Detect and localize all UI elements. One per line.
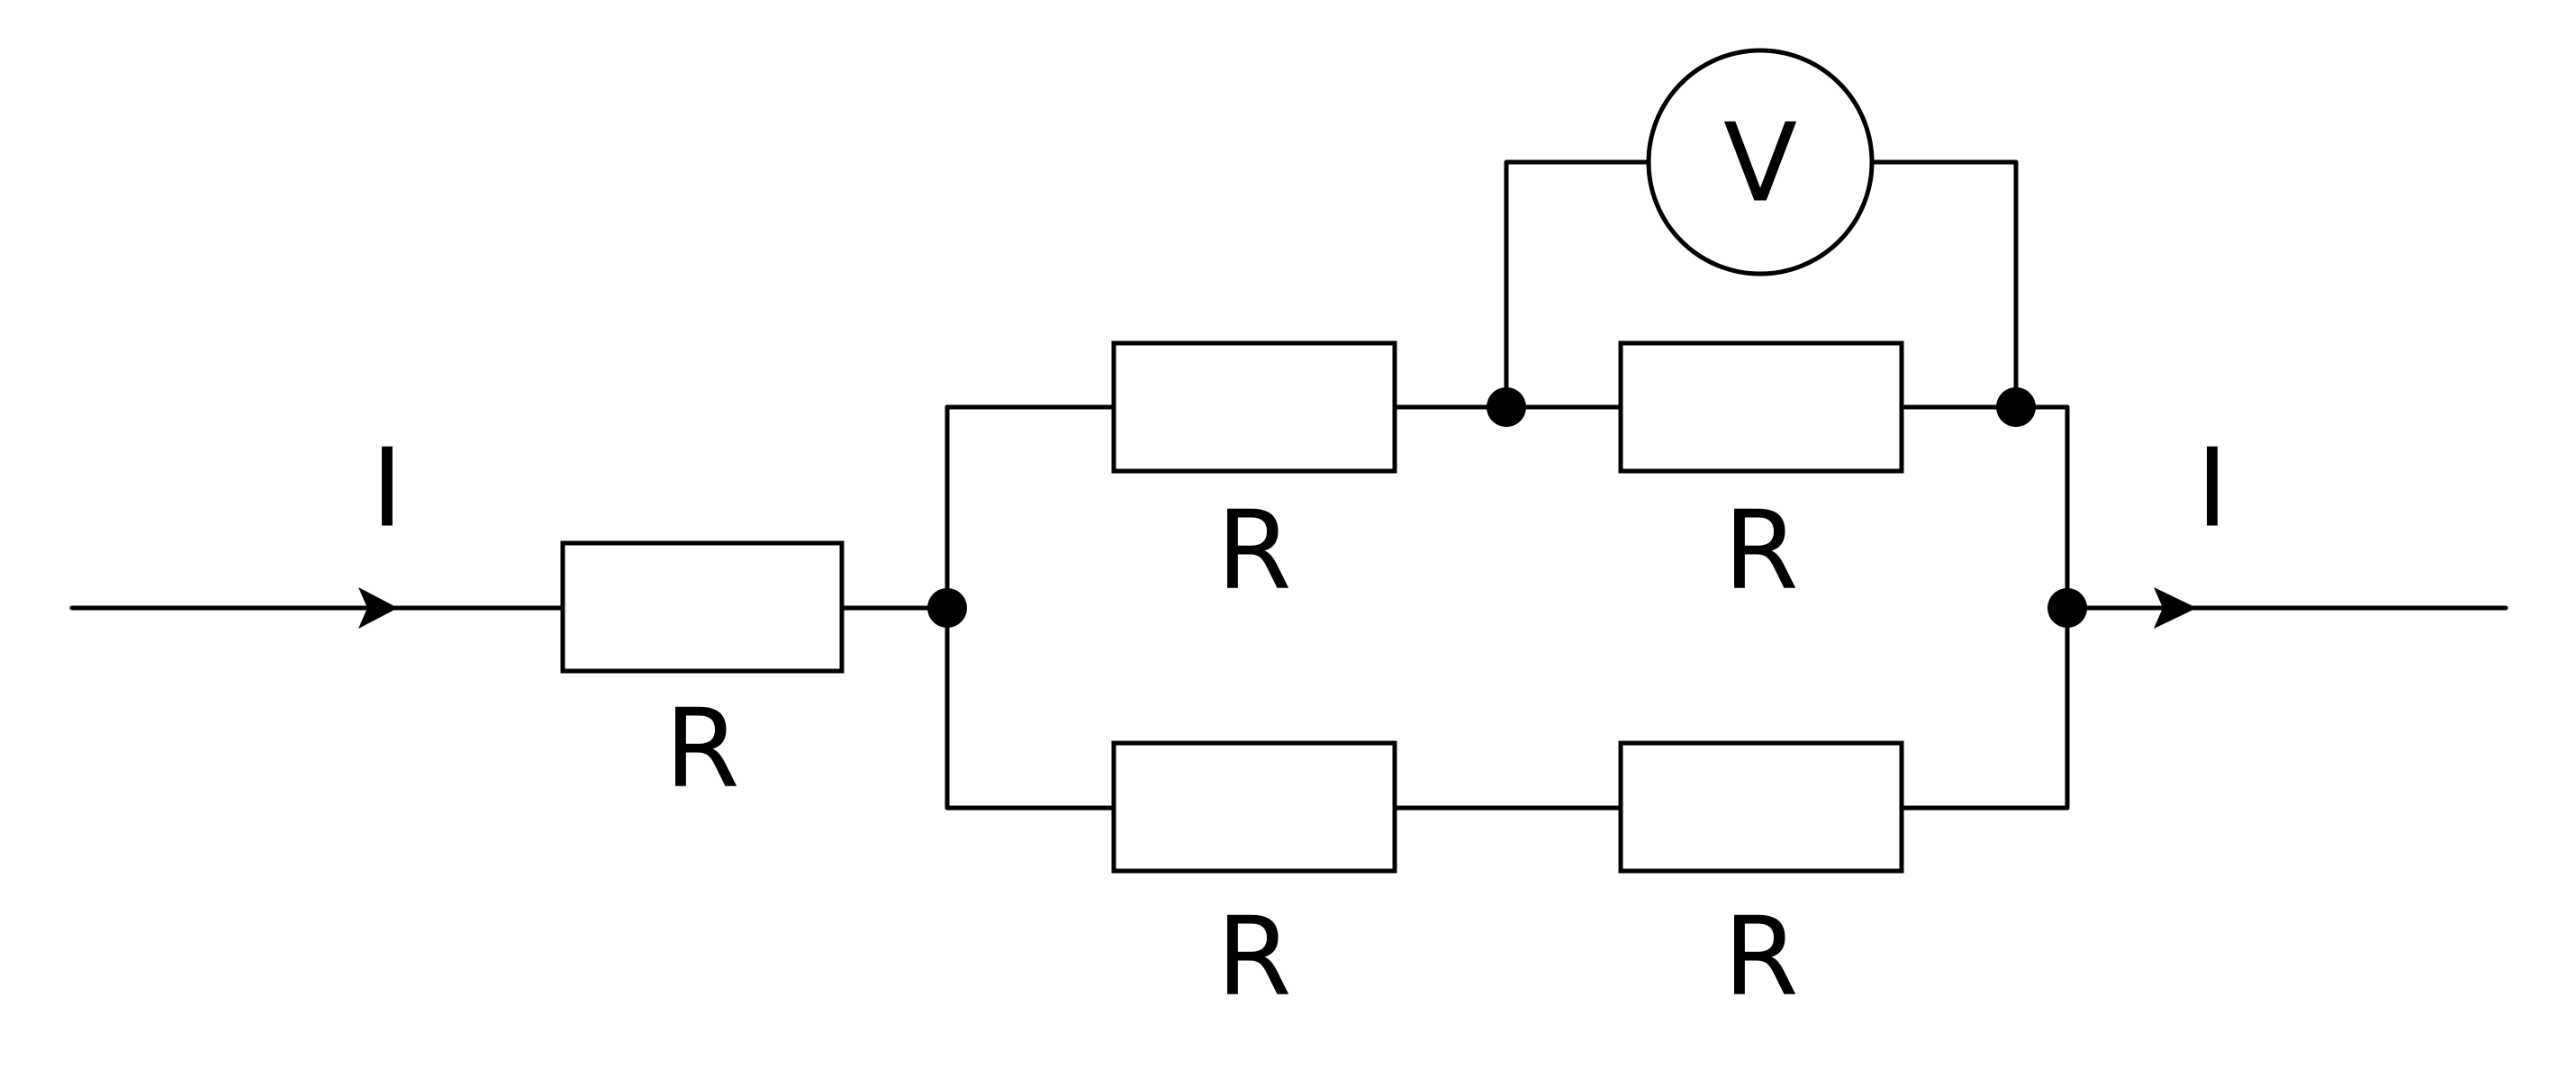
resistor-upper-left-label: R [1216,489,1291,614]
current-in: I [358,427,403,629]
resistor-lower-left: R [1111,740,1397,1020]
resistor-lower-left-label: R [1216,895,1291,1020]
resistor-upper-left-body [1111,340,1397,474]
current-out: I [2154,427,2228,629]
current-in-label: I [371,427,402,552]
voltmeter-label: V [1723,102,1797,227]
resistor-lower-right: R [1618,740,1904,1020]
junction-nodes [927,387,2087,628]
resistor-upper-right-body [1618,340,1904,474]
resistor-series: R [560,540,845,812]
wire-voltmeter-left [1504,159,1651,410]
current-out-arrow-icon [2154,587,2197,629]
junction-node-right [2047,588,2087,628]
junction-node-voltmeter-right [1996,387,2036,427]
junction-node-left [927,588,967,628]
voltmeter: V [1646,48,1875,277]
resistor-series-label: R [664,687,739,812]
resistor-upper-right: R [1618,340,1904,614]
resistor-lower-right-label: R [1723,895,1798,1020]
wire-voltmeter-right [1869,159,2019,410]
current-out-label: I [2196,427,2228,552]
resistor-upper-left: R [1111,340,1397,614]
resistor-lower-left-body [1111,740,1397,874]
resistor-upper-right-label: R [1723,489,1798,614]
junction-node-voltmeter-left [1487,387,1526,427]
voltmeter-ring [1646,48,1875,277]
resistor-series-body [560,540,845,674]
wires [69,159,2508,811]
resistor-lower-right-body [1618,740,1904,874]
current-in-arrow-icon [358,587,398,629]
